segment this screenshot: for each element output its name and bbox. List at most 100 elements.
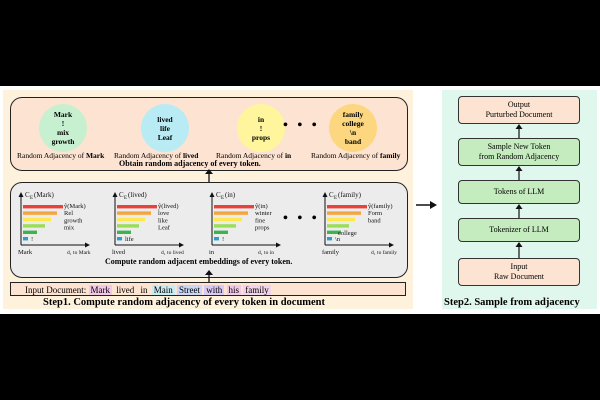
flow-box: Tokens of LLM xyxy=(458,180,580,204)
embedding-token-label: Mark xyxy=(18,249,33,256)
embedding-axis-label: d₁ to lived xyxy=(161,250,184,256)
x-axis-arrow xyxy=(276,242,281,248)
embedding-low-label: college xyxy=(338,230,357,237)
embedding-axis-label: d₁ to family xyxy=(371,249,397,256)
embedding-neighbor-label: fine xyxy=(255,217,265,224)
embedding-axis-label: d₁ to in xyxy=(258,250,274,256)
flow-box-line: Sample New Token xyxy=(487,142,551,151)
ce-arg: (in) xyxy=(225,191,236,199)
embedding-bar xyxy=(327,237,332,241)
embedding-bar xyxy=(214,217,242,222)
x-axis-arrow xyxy=(85,242,90,248)
embedding-neighbor-label: band xyxy=(368,217,381,224)
embedding-low-label: life xyxy=(125,236,134,243)
adjacency-caption: Random Adjacency of family xyxy=(311,151,400,160)
arrow-up-1 xyxy=(205,169,213,183)
embedding-bar xyxy=(214,230,228,234)
embedding-token-label: lived xyxy=(112,249,126,256)
flow-arrow-head xyxy=(515,124,523,129)
x-axis-arrow xyxy=(179,242,184,248)
flow-box: Tokenizer of LLM xyxy=(458,218,580,242)
input-token: in xyxy=(138,285,150,295)
ce-arg: (lived) xyxy=(128,191,147,199)
adjacency-word: lived xyxy=(157,114,173,124)
flow-arrow-head xyxy=(515,242,523,247)
input-document-label: Input Document: xyxy=(25,285,87,295)
adjacency-word: growth xyxy=(51,137,75,146)
adjacency-caption: Random Adjacency of lived xyxy=(114,151,198,160)
embedding-bar xyxy=(117,217,145,222)
adjacency-caption: Random Adjacency of Mark xyxy=(17,151,104,160)
input-token: Main xyxy=(151,285,175,295)
ce-label: C xyxy=(25,191,30,199)
embedding-bar xyxy=(327,230,341,234)
embedding-bar xyxy=(23,205,63,209)
ce-arg: (Mark) xyxy=(34,191,54,199)
adjacency-word: college xyxy=(342,119,364,128)
embedding-bar xyxy=(23,230,37,234)
y-axis-arrow xyxy=(112,192,118,197)
adjacency-title: Obtain random adjacency of every token. xyxy=(119,159,261,168)
ce-label: C xyxy=(216,191,221,199)
embedding-bar xyxy=(327,211,361,215)
input-token: lived xyxy=(114,285,137,295)
flow-box-line: Purturbed Document xyxy=(485,110,553,119)
adjacency-caption-token: family xyxy=(379,151,401,160)
step1-caption: Step1. Compute random adjacency of every… xyxy=(43,297,326,308)
embedding-bar xyxy=(117,237,122,241)
embedding-bar xyxy=(327,217,355,222)
y-axis-arrow xyxy=(18,192,24,197)
adjacency-word: mix xyxy=(56,128,70,137)
embedding-neighbor-label: love xyxy=(158,210,169,217)
y-axis-arrow xyxy=(209,192,215,197)
arrow-up-2 xyxy=(205,270,213,282)
arrow-right xyxy=(416,201,437,209)
ce-sub: E xyxy=(334,196,337,201)
adjacency-word: Mark xyxy=(53,110,73,119)
ce-label: C xyxy=(119,191,124,199)
ce-sub: E xyxy=(221,196,224,201)
embedding-neighbor-label: ŷ(lived) xyxy=(158,203,179,210)
embedding-token-label: family xyxy=(322,249,340,256)
adjacency-caption-token: lived xyxy=(182,151,199,160)
embedding-bar xyxy=(23,224,45,228)
embedding-token-label: in xyxy=(209,249,215,256)
embedding-axis-label: d₁ to Mark xyxy=(67,250,91,256)
step2-caption: Step2. Sample from adjacency xyxy=(444,297,580,308)
input-token: family xyxy=(243,285,271,295)
flow-arrow-head xyxy=(515,166,523,171)
embedding-neighbor-label: like xyxy=(158,217,168,224)
embedding-bar xyxy=(23,211,57,215)
embedding-neighbor-label: props xyxy=(255,225,270,232)
flow-box-line: Tokens of LLM xyxy=(493,187,545,196)
adjacency-caption-prefix: Random Adjacency of xyxy=(216,151,285,160)
embedding-bar xyxy=(214,205,254,209)
adjacency-word: family xyxy=(342,110,364,119)
ce-sub: E xyxy=(30,196,33,201)
embedding-low-label: ! xyxy=(222,236,224,243)
adjacency-caption-token: in xyxy=(284,151,292,160)
flow-box-line: Input xyxy=(510,262,528,271)
adjacency-word: in xyxy=(257,114,265,124)
input-token: his xyxy=(226,285,242,295)
flow-box-line: from Random Adjacency xyxy=(478,152,560,161)
input-token: Street xyxy=(177,285,203,295)
embedding-bar xyxy=(117,211,151,215)
embedding-bar xyxy=(327,224,349,228)
embedding-bar xyxy=(117,224,139,228)
ce-arg: (family) xyxy=(338,191,362,199)
input-tokens: Mark lived in Main Street with his famil… xyxy=(88,285,271,295)
adjacency-caption-prefix: Random Adjacency of xyxy=(17,151,86,160)
x-axis-arrow xyxy=(389,242,394,248)
embedding-neighbor-label: ŷ(family) xyxy=(368,203,393,210)
